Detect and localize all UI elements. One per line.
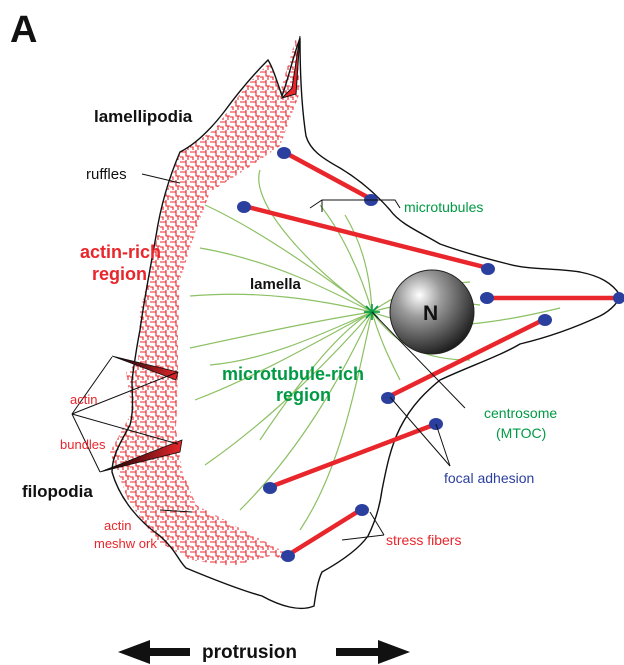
label-nucleus: N bbox=[423, 302, 438, 325]
label-microtubule-rich-region: region bbox=[276, 385, 331, 405]
label-actin-meshwork-2: meshw ork bbox=[94, 536, 157, 551]
label-lamellipodia: lamellipodia bbox=[94, 107, 193, 126]
label-filopodia: filopodia bbox=[22, 482, 93, 501]
label-centrosome: centrosome bbox=[484, 405, 557, 421]
label-protrusion: protrusion bbox=[202, 642, 297, 663]
label-stress-fibers: stress fibers bbox=[386, 532, 461, 548]
label-actin-meshwork: actin bbox=[104, 518, 131, 533]
label-centrosome-mtoc: (MTOC) bbox=[496, 425, 546, 441]
panel-letter: A bbox=[10, 9, 37, 51]
label-actin-bundles: actin bbox=[70, 392, 97, 407]
label-microtubule-rich: microtubule-rich bbox=[222, 364, 364, 384]
label-actin-rich-region: region bbox=[92, 264, 147, 284]
label-lamella: lamella bbox=[250, 276, 302, 293]
label-actin-rich: actin-rich bbox=[80, 242, 161, 262]
label-microtubules: microtubules bbox=[404, 199, 483, 215]
label-focal-adhesion: focal adhesion bbox=[444, 470, 534, 486]
label-actin-bundles-2: bundles bbox=[60, 437, 106, 452]
label-ruffles: ruffles bbox=[86, 166, 127, 183]
